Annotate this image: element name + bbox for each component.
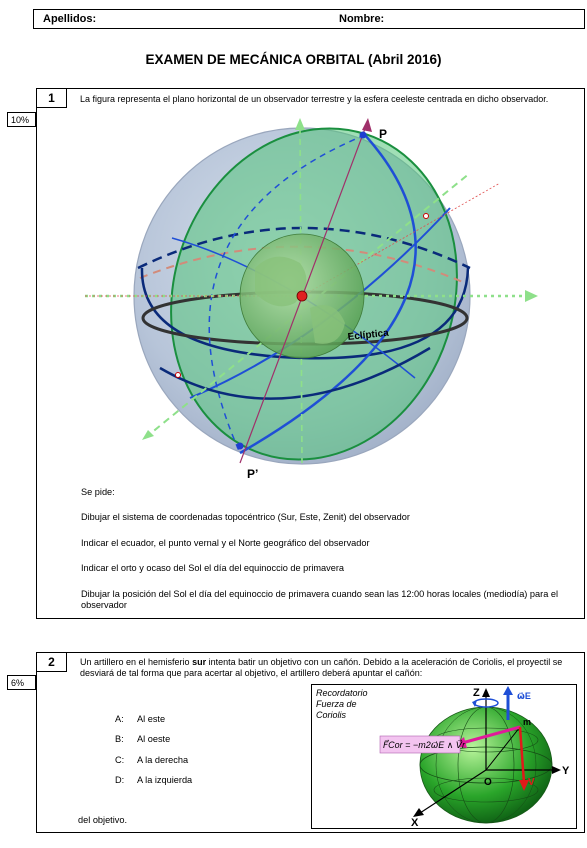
- surname-label: Apellidos:: [43, 13, 97, 25]
- coriolis-reminder-box: [311, 684, 577, 829]
- question-1-asks-label: Se pide:: [81, 487, 115, 497]
- option-c-text: A la derecha: [137, 755, 189, 765]
- option-c-letter: C:: [115, 755, 125, 765]
- student-info-header: Apellidos: Nombre:: [33, 9, 585, 29]
- omega-label: ω⃗E: [517, 691, 531, 701]
- option-d-letter: D:: [115, 775, 125, 785]
- label-north-pole: P: [379, 127, 387, 141]
- option-a: A: Al este: [115, 714, 165, 724]
- question-2-statement-end: intenta batir un objetivo con un cañón. …: [80, 657, 563, 678]
- question-2-statement-emphasis: sur: [192, 657, 207, 667]
- question-1-task-1: Dibujar el sistema de coordenadas topocé…: [81, 512, 410, 522]
- question-1-task-2: Indicar el ecuador, el punto vernal y el…: [81, 538, 370, 548]
- question-2-closing: del objetivo.: [78, 815, 128, 825]
- question-2-frame: [36, 652, 585, 833]
- reminder-line-1: Recordatorio: [316, 688, 368, 698]
- observer-point: [296, 290, 308, 302]
- celestial-sphere-figure: P P’ Eclíptica: [85, 118, 538, 481]
- question-1-weight: 10%: [7, 112, 36, 127]
- question-2-number: 2: [36, 652, 67, 672]
- option-b-text: Al oeste: [137, 734, 171, 744]
- axis-y-label: Y: [562, 765, 570, 777]
- coriolis-reminder-title: Recordatorio Fuerza de Coriolis: [316, 688, 368, 721]
- option-d: D: A la izquierda: [115, 775, 192, 785]
- question-1-statement: La figura representa el plano horizontal…: [80, 94, 549, 104]
- axis-x-label: X: [411, 817, 419, 828]
- question-1-task-4: Dibujar la posición del Sol el día del e…: [81, 589, 559, 610]
- exam-title: EXAMEN DE MECÁNICA ORBITAL (Abril 2016): [145, 52, 442, 67]
- question-2-statement-start: Un artillero en el hemisferio: [80, 657, 193, 667]
- option-a-text: Al este: [137, 714, 166, 724]
- option-b: B: Al oeste: [115, 734, 170, 744]
- name-label: Nombre:: [339, 13, 385, 25]
- axis-z-label: Z: [473, 687, 480, 699]
- label-south-pole: P’: [247, 467, 258, 481]
- velocity-label: V: [528, 777, 535, 788]
- question-1-task-3: Indicar el orto y ocaso del Sol el día d…: [81, 563, 345, 573]
- reminder-line-2: Fuerza de: [316, 699, 357, 709]
- option-d-text: A la izquierda: [137, 775, 193, 785]
- option-b-letter: B:: [115, 734, 124, 744]
- question-2-weight: 6%: [7, 675, 36, 690]
- coriolis-globe-figure: F⃗Cor = −m2ω⃗E ∧ V⃗r Z ω⃗E Y X O m V: [379, 686, 570, 828]
- option-a-letter: A:: [115, 714, 124, 724]
- question-1-frame: [36, 88, 585, 619]
- label-ecliptic: Eclíptica: [347, 328, 389, 343]
- question-2-statement: Un artillero en el hemisferio sur intent…: [80, 657, 578, 679]
- option-c: C: A la derecha: [115, 755, 188, 765]
- coriolis-formula: F⃗Cor = −m2ω⃗E ∧ V⃗r: [383, 739, 466, 750]
- mass-label: m: [523, 717, 531, 727]
- origin-label: O: [484, 777, 492, 788]
- question-1-number: 1: [36, 88, 67, 108]
- reminder-line-3: Coriolis: [316, 710, 347, 720]
